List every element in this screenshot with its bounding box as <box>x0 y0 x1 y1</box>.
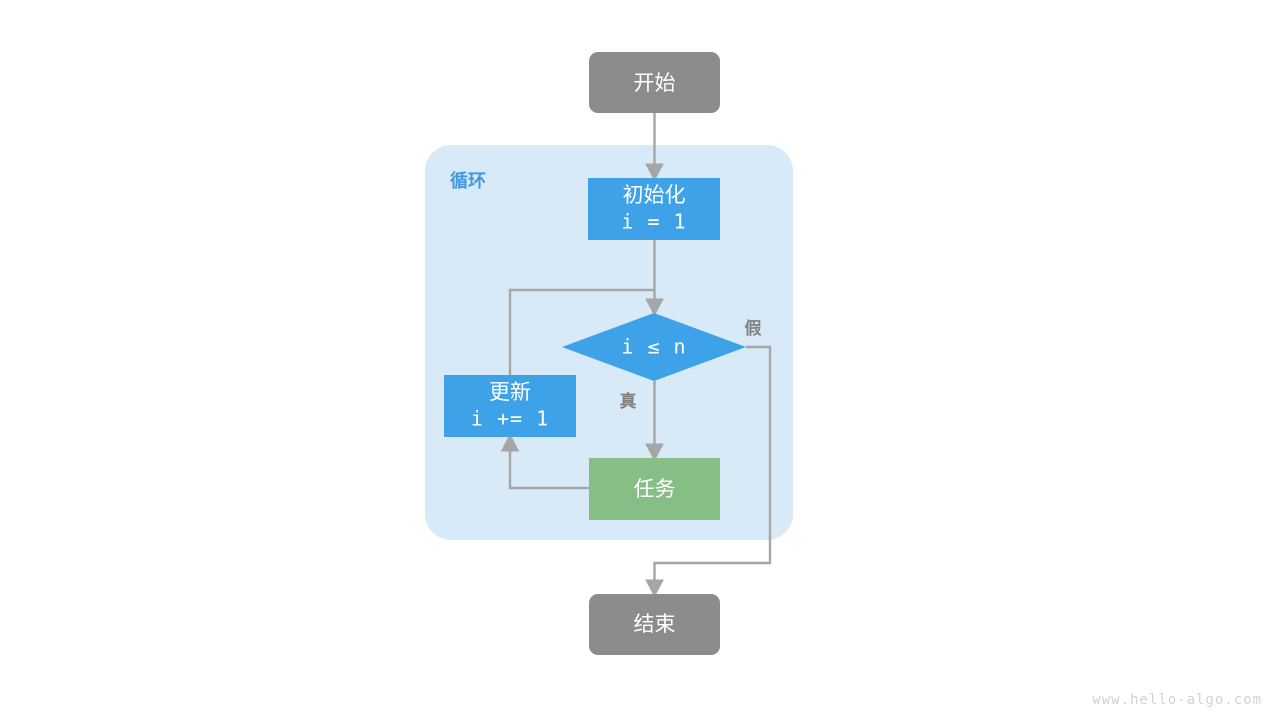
node-end[interactable]: 结束 <box>589 594 720 655</box>
node-condition-shape[interactable] <box>562 313 746 381</box>
node-end-label: 结束 <box>634 612 676 636</box>
node-init-sublabel: i = 1 <box>621 210 686 234</box>
edge-update-to-condition <box>508 288 655 375</box>
node-condition[interactable]: i ≤ n <box>562 313 746 381</box>
node-init-shape[interactable] <box>588 178 720 240</box>
loop-group-label: 循环 <box>450 170 486 192</box>
node-update-shape[interactable] <box>444 375 576 437</box>
node-task-shape[interactable] <box>589 458 720 520</box>
node-condition-label: i ≤ n <box>621 335 686 359</box>
branch-label-false: 假 <box>745 318 762 339</box>
node-task[interactable]: 任务 <box>589 458 720 520</box>
node-update-label: 更新 <box>489 380 531 404</box>
node-start[interactable]: 开始 <box>589 52 720 113</box>
branch-label-true: 真 <box>620 391 637 412</box>
node-start-shape[interactable] <box>589 52 720 113</box>
branch-label-layer: 真 假 <box>620 318 762 412</box>
node-update[interactable]: 更新 i += 1 <box>444 375 576 437</box>
edge-condition-to-end <box>645 345 772 598</box>
node-end-shape[interactable] <box>589 594 720 655</box>
node-init-label: 初始化 <box>623 183 686 207</box>
node-task-label: 任务 <box>634 477 676 501</box>
node-init[interactable]: 初始化 i = 1 <box>588 178 720 240</box>
node-start-label: 开始 <box>634 71 676 95</box>
watermark-label: www.hello-algo.com <box>1092 692 1262 708</box>
node-update-sublabel: i += 1 <box>471 407 549 431</box>
